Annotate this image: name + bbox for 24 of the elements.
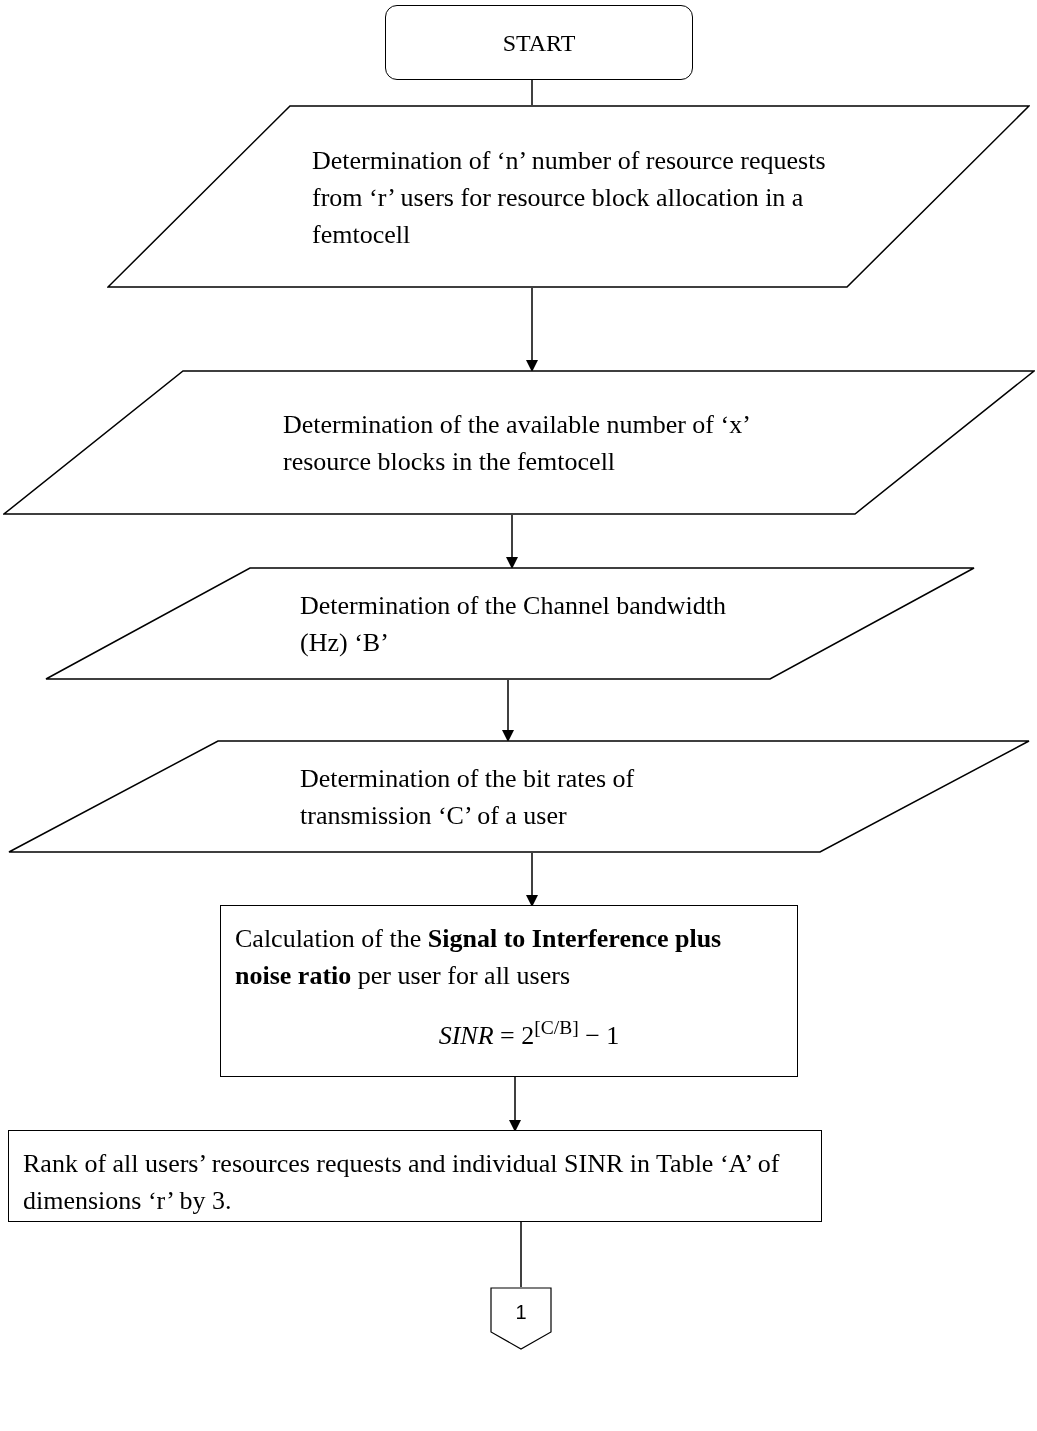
node-text: Determination of ‘n’ number of resource requests from ‘r’ users for resource block allocation in a femtocell [312,144,827,250]
formula: SINR = 2$^{[C/B]}$ − 1 [437,1016,620,1052]
off-page-connector [490,1287,552,1350]
node-text: Determination of the bit rates of transmission ‘C’ of a user [300,762,636,832]
node-text: Determination of the available number of ‘x’ resource blocks in the femtocell [283,408,750,478]
input-parallelogram [3,370,1035,515]
input-parallelogram [107,105,1030,288]
process-box [220,905,798,1077]
node-text: Determination of the Channel bandwidth (Hz) ‘B’ [300,589,727,659]
input-parallelogram [8,740,1030,853]
process-box [8,1130,822,1222]
connector-line [520,1221,522,1288]
input-parallelogram [45,567,975,680]
start-terminal [385,5,693,80]
arrow [502,679,514,742]
arrow [526,287,538,372]
arrow [509,1076,521,1132]
node-text: Rank of all users’ resources requests and individual SINR in Table ‘A’ of dimensions ‘r’ by 3. [23,1148,781,1217]
arrow [506,514,518,569]
connector-number: 1 [514,1300,528,1325]
arrow [526,852,538,907]
connector-line [531,79,533,106]
node-text: Calculation of the Signal to Interference plus noise ratio per user for all users [235,923,723,992]
node-text: START [502,28,576,58]
